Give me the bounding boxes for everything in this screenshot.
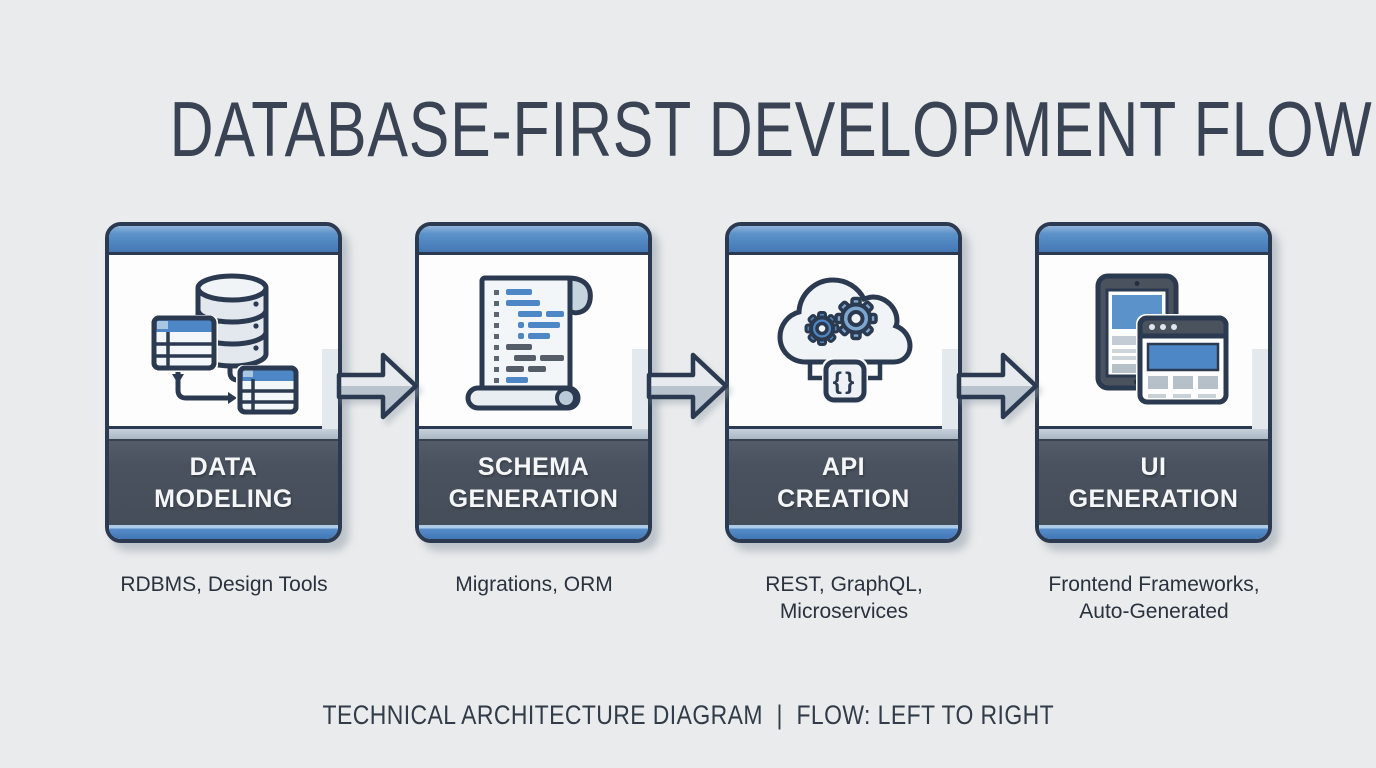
card-divider — [109, 426, 338, 441]
card-divider — [729, 426, 958, 441]
flow-arrow — [956, 352, 1039, 420]
gear-icon — [804, 310, 839, 346]
card-header-bar — [109, 226, 338, 255]
card-label-area: UI GENERATION — [1039, 441, 1268, 525]
card-footer-bar — [1039, 525, 1268, 539]
card-header-bar — [419, 226, 648, 255]
card-icon-area — [109, 255, 338, 429]
arrow-tail-notch — [322, 349, 338, 429]
card-label-area: DATA MODELING — [109, 441, 338, 525]
flow-arrow — [646, 352, 729, 420]
cloud-gears-braces-icon: {} — [776, 276, 913, 404]
flow-arrow — [336, 352, 419, 420]
card-footer-bar — [109, 525, 338, 539]
card-divider — [419, 426, 648, 441]
svg-text:{}: {} — [832, 368, 857, 395]
arrow-tail-notch — [632, 349, 648, 429]
card-label-area: SCHEMA GENERATION — [419, 441, 648, 525]
step-subtitle: Frontend Frameworks, Auto-Generated — [1048, 573, 1260, 623]
step-subtitle: RDBMS, Design Tools — [120, 573, 328, 596]
arrow-tail-notch — [1252, 349, 1268, 429]
footer-caption-text: TECHNICAL ARCHITECTURE DIAGRAM | FLOW: L… — [322, 700, 1054, 730]
card-footer-bar — [419, 525, 648, 539]
card-header-bar — [729, 226, 958, 255]
card-icon-area — [419, 255, 648, 429]
card-label-area: API CREATION — [729, 441, 958, 525]
card-icon-area — [1039, 255, 1268, 429]
browser-window-icon — [1135, 313, 1230, 406]
step-card-ui-generation: UI GENERATION — [1035, 222, 1272, 543]
card-icon-area: {} — [729, 255, 958, 429]
card-footer-bar — [729, 525, 958, 539]
card-header-bar — [1039, 226, 1268, 255]
page-title-text: DATABASE-FIRST DEVELOPMENT FLOW — [169, 85, 1373, 173]
step-subtitle: REST, GraphQL, Microservices — [765, 573, 923, 623]
devices-browser-icon — [1095, 273, 1230, 406]
gear-icon — [833, 296, 878, 340]
arrow-tail-notch — [942, 349, 958, 429]
page-title: DATABASE-FIRST DEVELOPMENT FLOW — [0, 84, 1376, 175]
step-label: DATA MODELING — [154, 452, 293, 514]
step-subtitle: Migrations, ORM — [455, 573, 613, 596]
database-tables-icon — [149, 273, 300, 416]
schema-scroll-icon — [465, 274, 593, 410]
footer-caption: TECHNICAL ARCHITECTURE DIAGRAM | FLOW: L… — [0, 700, 1376, 731]
step-label: API CREATION — [777, 452, 910, 514]
step-label: UI GENERATION — [1068, 452, 1239, 514]
step-card-schema-generation: SCHEMA GENERATION — [415, 222, 652, 543]
step-card-api-creation: {} API CREATION — [725, 222, 962, 543]
step-card-data-modeling: DATA MODELING — [105, 222, 342, 543]
step-label: SCHEMA GENERATION — [448, 452, 619, 514]
card-divider — [1039, 426, 1268, 441]
